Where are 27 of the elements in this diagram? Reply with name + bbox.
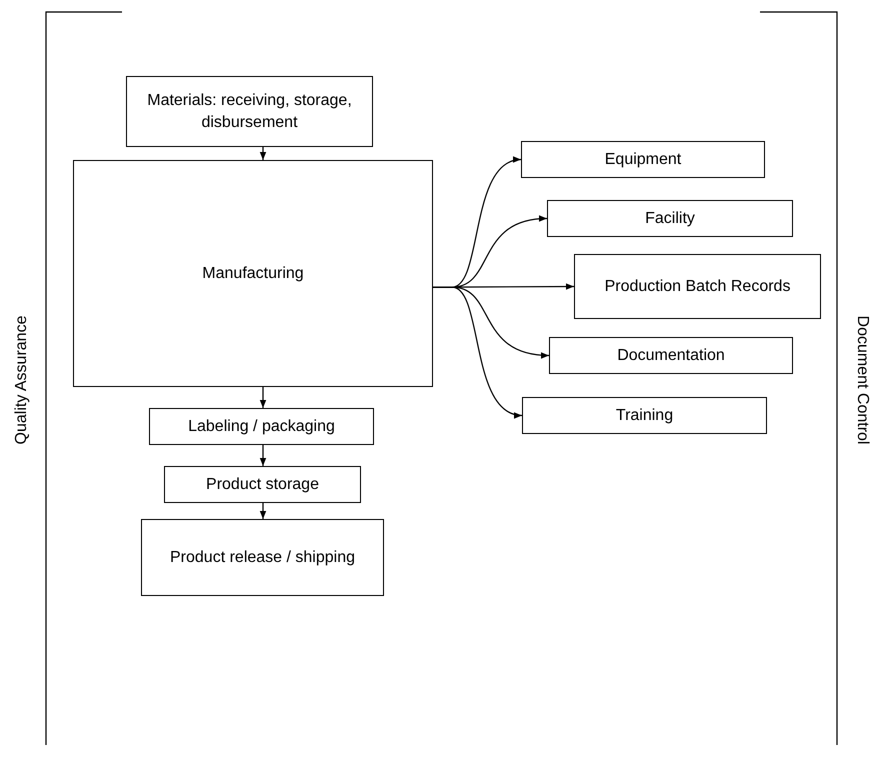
process-box xyxy=(141,519,384,596)
arrow xyxy=(260,503,266,519)
box-label: Production Batch Records xyxy=(604,276,790,296)
process-box xyxy=(73,160,433,387)
process-box xyxy=(549,337,793,374)
process-box xyxy=(164,466,361,503)
arrow xyxy=(260,387,266,408)
box-label: Facility xyxy=(645,208,695,228)
arrow xyxy=(433,286,522,417)
process-box xyxy=(149,408,374,445)
box-label: Equipment xyxy=(604,150,682,170)
box-label: Labeling / packaging xyxy=(188,416,335,436)
arrow xyxy=(260,445,266,466)
process-box xyxy=(547,200,793,237)
box-label: Documentation xyxy=(617,346,725,366)
side-label: Document Control xyxy=(853,316,871,444)
process-box xyxy=(522,397,767,434)
box-label: Product storage xyxy=(206,474,319,494)
box-label: Materials: receiving, storage, disbursement xyxy=(146,90,353,132)
process-box xyxy=(126,76,373,147)
box-label: Manufacturing xyxy=(202,264,304,284)
arrow xyxy=(260,147,266,160)
box-label: Training xyxy=(616,406,674,426)
process-box xyxy=(574,254,821,319)
side-label: Quality Assurance xyxy=(13,316,31,444)
process-box xyxy=(521,141,765,178)
box-label: Product release / shipping xyxy=(170,548,355,568)
